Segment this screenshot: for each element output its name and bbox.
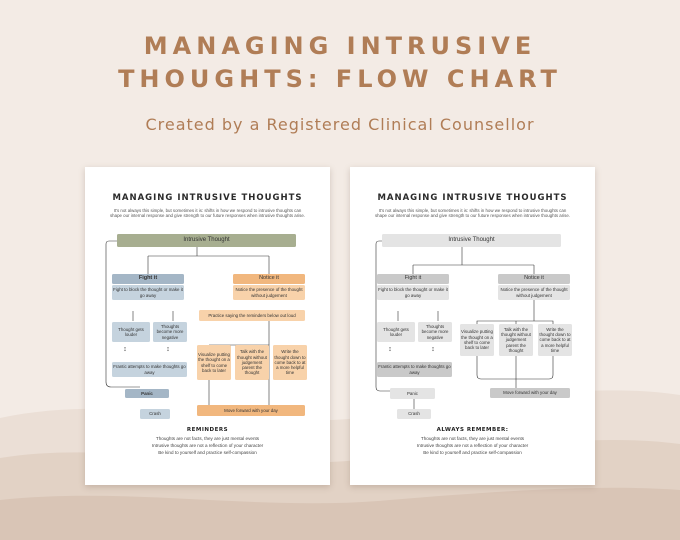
node-thoughts-more-negative: Thoughts become more negative bbox=[418, 322, 452, 342]
node-move-forward: Move forward with your day bbox=[197, 405, 305, 416]
node-fight-description: Fight to block the thought or make it go… bbox=[112, 285, 184, 300]
node-practice-reminders: Practice saying the reminders below out … bbox=[199, 310, 305, 321]
node-intrusive-thought: Intrusive Thought bbox=[382, 234, 561, 247]
node-panic: Panic bbox=[390, 388, 435, 399]
grayscale-worksheet: MANAGING INTRUSIVE THOUGHTS It's not alw… bbox=[350, 167, 595, 485]
node-move-forward: Move forward with your day bbox=[490, 388, 570, 398]
node-notice-description: Notice the presence of the thought witho… bbox=[233, 285, 305, 300]
node-write-thought-down: Write the thought down to come back to a… bbox=[273, 345, 307, 380]
reminders-heading: REMINDERS bbox=[186, 427, 229, 433]
node-frantic-attempts: Frantic attempts to make thoughts go awa… bbox=[112, 362, 187, 377]
node-crash: Crash bbox=[140, 409, 170, 419]
double-arrow-icon: ↕ bbox=[431, 346, 435, 353]
header-title-line-1: MANAGING INTRUSIVE bbox=[143, 32, 537, 60]
reminder-line: Thoughts are not facts, they are just me… bbox=[155, 436, 260, 441]
header-subtitle: Created by a Registered Clinical Counsel… bbox=[145, 115, 535, 134]
node-panic: Panic bbox=[125, 389, 169, 398]
node-fight-description: Fight to block the thought or make it go… bbox=[377, 285, 449, 300]
node-visualize-shelf: Visualize putting the thought on a shelf… bbox=[460, 324, 494, 356]
node-write-thought-down: Write the thought down to come back to a… bbox=[538, 324, 572, 356]
node-talk-with-thought: Talk with the thought without judgement … bbox=[235, 345, 269, 380]
reminder-line: Be kind to yourself and practice self-co… bbox=[158, 450, 257, 455]
double-arrow-icon: ↕ bbox=[388, 346, 392, 353]
reminder-line: Intrusive thoughts are not a reflection … bbox=[151, 443, 264, 448]
node-thought-gets-louder: Thought gets louder bbox=[377, 322, 415, 342]
reminder-line: Intrusive thoughts are not a reflection … bbox=[416, 443, 529, 448]
node-notice-it: Notice it bbox=[498, 274, 570, 284]
node-thought-gets-louder: Thought gets louder bbox=[112, 322, 150, 342]
node-notice-description: Notice the presence of the thought witho… bbox=[498, 285, 570, 300]
double-arrow-icon: ↕ bbox=[166, 346, 170, 353]
header-title-line-2: THOUGHTS: FLOW CHART bbox=[118, 65, 562, 93]
node-intrusive-thought: Intrusive Thought bbox=[117, 234, 296, 247]
node-thoughts-more-negative: Thoughts become more negative bbox=[153, 322, 187, 342]
node-frantic-attempts: Frantic attempts to make thoughts go awa… bbox=[377, 362, 452, 377]
sheet-title: MANAGING INTRUSIVE THOUGHTS bbox=[112, 193, 303, 203]
color-worksheet: MANAGING INTRUSIVE THOUGHTS It's not alw… bbox=[85, 167, 330, 485]
reminders-heading: ALWAYS REMEMBER: bbox=[436, 427, 509, 433]
reminder-line: Thoughts are not facts, they are just me… bbox=[420, 436, 525, 441]
node-notice-it: Notice it bbox=[233, 274, 305, 284]
sheet-intro: It's not always this simple, but sometim… bbox=[109, 208, 305, 219]
node-visualize-shelf: Visualize putting the thought on a shelf… bbox=[197, 345, 231, 380]
reminder-line: Be kind to yourself and practice self-co… bbox=[423, 450, 522, 455]
node-fight-it: Fight it bbox=[112, 274, 184, 284]
sheet-title: MANAGING INTRUSIVE THOUGHTS bbox=[377, 193, 568, 203]
node-fight-it: Fight it bbox=[377, 274, 449, 284]
node-talk-with-thought: Talk with the thought without judgement … bbox=[499, 324, 533, 356]
sheet-intro: It's not always this simple, but sometim… bbox=[374, 208, 570, 219]
double-arrow-icon: ↕ bbox=[123, 346, 127, 353]
node-crash: Crash bbox=[397, 409, 431, 419]
